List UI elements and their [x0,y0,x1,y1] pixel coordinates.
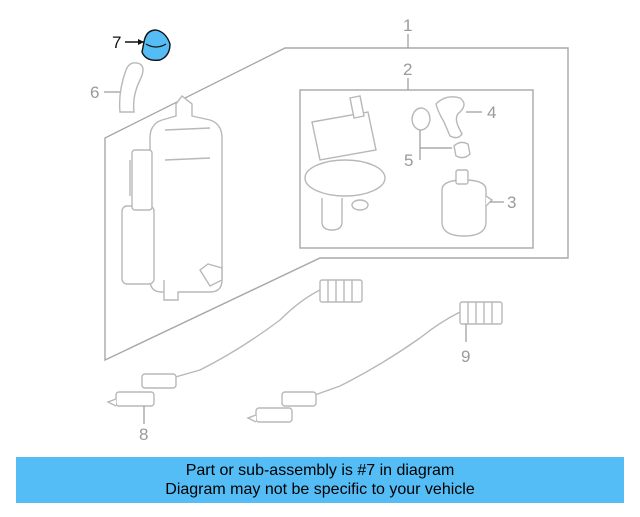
callout-3: 3 [507,193,516,212]
info-banner: Part or sub-assembly is #7 in diagram Di… [16,457,624,503]
part-3-solenoid [441,169,494,237]
evap-canister [121,95,223,301]
part-9-sensor [246,301,503,423]
part-7-cap-detail [145,43,167,48]
part-6-hose [118,62,144,113]
vacuum-valve [304,95,386,231]
callout-1: 1 [403,16,412,35]
part-5-clamp-a [411,107,431,131]
callout-2: 2 [403,60,412,79]
part-8-sensor [106,279,363,407]
callout-7: 7 [112,33,121,52]
banner-line-2: Diagram may not be specific to your vehi… [165,481,475,498]
leader-7-arrow [138,39,144,45]
part-7-cap[interactable] [141,29,171,62]
part-5-clamp-b [453,141,471,159]
callout-6: 6 [90,83,99,102]
assembly-panel [104,47,569,362]
leader-5 [419,130,452,149]
callout-4: 4 [487,103,496,122]
subassembly-box [299,89,534,249]
banner-line-1: Part or sub-assembly is #7 in diagram [185,462,455,479]
callout-5: 5 [404,151,413,170]
part-4-hose [435,96,465,139]
callout-9: 9 [461,347,470,366]
callout-8: 8 [139,425,148,444]
